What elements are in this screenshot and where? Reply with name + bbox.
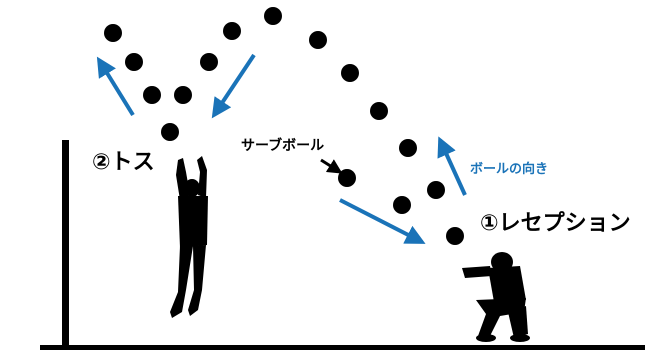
floor-line — [40, 345, 645, 350]
serve-incoming-arrow — [339, 198, 426, 244]
ball — [427, 181, 445, 199]
ball — [341, 64, 359, 82]
ball — [309, 31, 327, 49]
serve-ball-label: サーブボール — [241, 138, 325, 154]
receiver-silhouette — [462, 252, 530, 342]
ball — [174, 86, 192, 104]
ball — [446, 227, 464, 245]
direction-arrows — [96, 53, 467, 244]
ball — [143, 86, 161, 104]
ball — [370, 102, 388, 120]
setter-silhouette — [170, 156, 208, 318]
ball — [393, 196, 411, 214]
toss-up-arrow — [96, 56, 135, 117]
ball — [104, 24, 122, 42]
net-post — [62, 140, 69, 350]
ball — [338, 169, 356, 187]
ball — [399, 139, 417, 157]
ball — [125, 53, 143, 71]
ball-direction-label: ボールの向き — [470, 162, 549, 177]
toss-label: ②トス — [92, 150, 155, 175]
reception-label: ①レセプション — [480, 211, 631, 236]
serve-pointer-arrow — [320, 158, 343, 174]
ball — [161, 123, 179, 141]
ball — [223, 22, 241, 40]
ball-direction-arrow — [437, 136, 467, 196]
ball-trajectory — [104, 7, 464, 245]
ball — [264, 7, 282, 25]
reception-to-setter-arrow — [211, 53, 256, 119]
ball — [200, 53, 218, 71]
